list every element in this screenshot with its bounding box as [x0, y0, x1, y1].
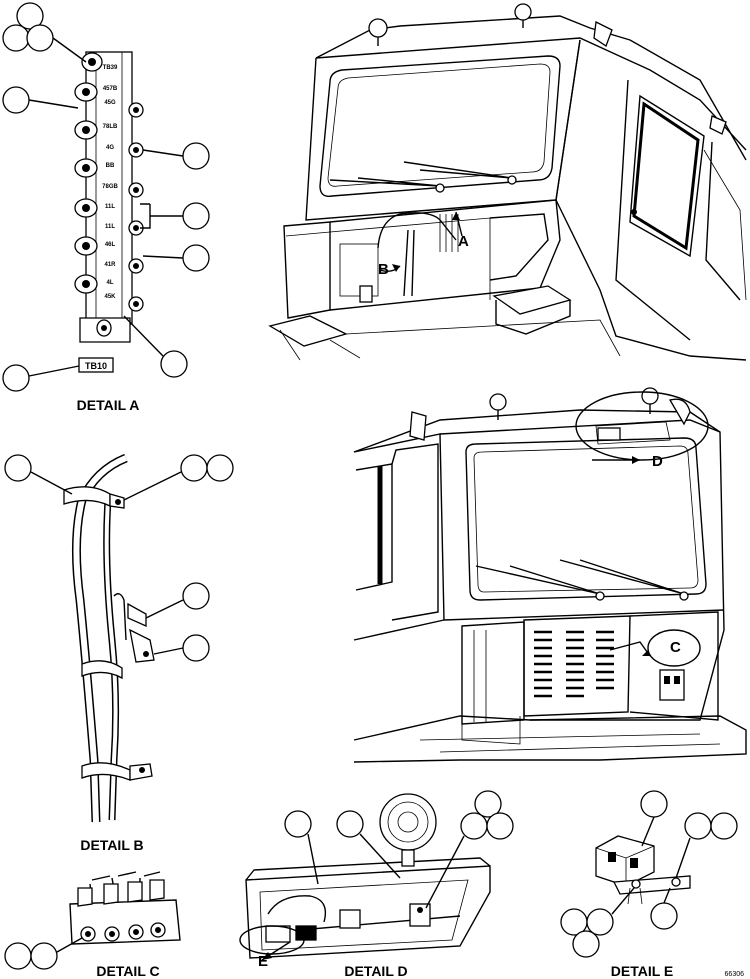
detail-d-roof-section: E DETAIL D	[239, 790, 514, 979]
terminal-screws-right	[128, 102, 144, 312]
detail-a-terminal-block: TB39 457B 45G 78LB 4G BB 78GB 11L 11L 46…	[2, 2, 210, 413]
detail-c-caption: DETAIL C	[96, 963, 159, 979]
marking-11: 41R	[104, 262, 116, 268]
view-label-a: A	[458, 233, 469, 250]
marking-7: 78GB	[102, 184, 118, 190]
marking-4: 78LB	[103, 124, 118, 130]
figure-number: 66306	[725, 971, 745, 978]
detail-c-ring-terminals: DETAIL C	[4, 871, 181, 979]
marking-6: BB	[106, 163, 115, 169]
detail-a-callouts	[2, 2, 210, 392]
detail-e-caption: DETAIL E	[611, 963, 674, 979]
view-label-d: D	[652, 453, 663, 470]
marking-12: 4L	[106, 280, 113, 286]
detail-b-caption: DETAIL B	[80, 837, 143, 853]
marking-3: 45G	[104, 100, 116, 106]
view-label-b: B	[378, 261, 389, 278]
marking-1: TB39	[103, 65, 118, 71]
marking-2: 457B	[103, 86, 118, 92]
tb10-tag-label: TB10	[85, 361, 107, 371]
marking-9: 11L	[105, 224, 115, 230]
tb10-tag	[78, 357, 114, 373]
view-label-c: C	[670, 639, 681, 656]
view-label-e: E	[258, 953, 268, 970]
detail-e-connector-bracket: DETAIL E	[560, 790, 738, 979]
marking-13: 45K	[104, 294, 116, 300]
marking-8: 11L	[105, 204, 115, 210]
terminal-screws-left	[74, 52, 103, 294]
cab-view-rear-right: D C	[353, 387, 747, 763]
marking-10: 46L	[105, 242, 116, 248]
detail-a-caption: DETAIL A	[77, 397, 140, 413]
detail-b-harness: DETAIL B	[4, 453, 234, 853]
louvers	[534, 630, 614, 698]
cab-view-front-left: A B	[268, 3, 747, 361]
detail-d-caption: DETAIL D	[344, 963, 407, 979]
marking-5: 4G	[106, 145, 114, 151]
